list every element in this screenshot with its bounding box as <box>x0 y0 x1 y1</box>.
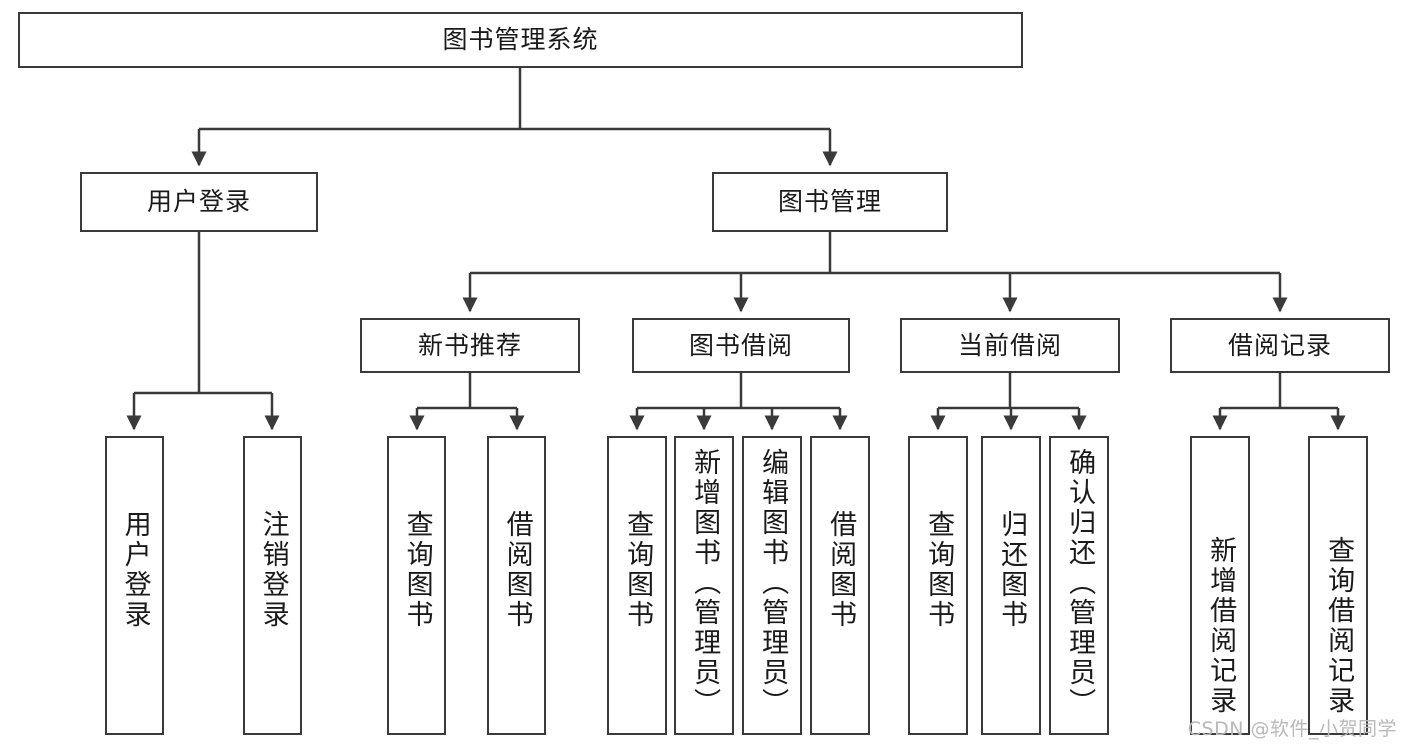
node-leaf-edit-book-admin-label: 编辑图书（管理员） <box>757 448 789 718</box>
node-leaf-borrow-book-2[interactable]: 借阅图书 <box>810 436 870 735</box>
node-book-borrow[interactable]: 图书借阅 <box>632 318 850 373</box>
node-leaf-query-borrow-record[interactable]: 查询借阅记录 <box>1308 436 1368 735</box>
node-leaf-query-book-2[interactable]: 查询图书 <box>607 436 667 735</box>
node-leaf-logout-login-label: 注销登录 <box>257 510 289 630</box>
node-leaf-query-book-1-label: 查询图书 <box>401 510 433 630</box>
node-user-login[interactable]: 用户登录 <box>80 172 318 232</box>
node-leaf-query-book-3[interactable]: 查询图书 <box>908 436 968 735</box>
node-leaf-borrow-book-1-label: 借阅图书 <box>501 510 533 630</box>
node-leaf-query-book-2-label: 查询图书 <box>622 510 654 630</box>
node-leaf-confirm-return-admin[interactable]: 确认归还（管理员） <box>1049 436 1109 735</box>
node-leaf-borrow-book-2-label: 借阅图书 <box>825 510 857 630</box>
node-borrow-record[interactable]: 借阅记录 <box>1170 318 1390 373</box>
node-leaf-logout-login[interactable]: 注销登录 <box>243 436 302 735</box>
node-leaf-add-borrow-record[interactable]: 新增借阅记录 <box>1190 436 1250 735</box>
node-leaf-borrow-book-1[interactable]: 借阅图书 <box>487 436 546 735</box>
node-book-manage[interactable]: 图书管理 <box>712 172 948 232</box>
node-root[interactable]: 图书管理系统 <box>18 12 1023 68</box>
node-book-borrow-label: 图书借阅 <box>688 330 793 360</box>
node-current-borrow-label: 当前借阅 <box>957 330 1062 360</box>
node-new-book-recommend-label: 新书推荐 <box>417 330 522 360</box>
node-leaf-edit-book-admin[interactable]: 编辑图书（管理员） <box>742 436 802 735</box>
node-user-login-label: 用户登录 <box>146 187 251 217</box>
node-leaf-add-book-admin-label: 新增图书（管理员） <box>689 448 721 718</box>
node-borrow-record-label: 借阅记录 <box>1227 330 1332 360</box>
node-leaf-user-login[interactable]: 用户登录 <box>105 436 164 735</box>
node-book-manage-label: 图书管理 <box>777 187 882 217</box>
node-leaf-add-book-admin[interactable]: 新增图书（管理员） <box>674 436 734 735</box>
watermark: CSDN @软件_小贺同学 <box>1187 718 1397 740</box>
node-leaf-query-borrow-record-label: 查询借阅记录 <box>1323 536 1355 716</box>
node-root-label: 图书管理系统 <box>442 25 599 55</box>
node-current-borrow[interactable]: 当前借阅 <box>900 318 1120 373</box>
node-leaf-query-book-1[interactable]: 查询图书 <box>387 436 446 735</box>
node-leaf-return-book[interactable]: 归还图书 <box>981 436 1041 735</box>
node-leaf-query-book-3-label: 查询图书 <box>923 510 955 630</box>
node-leaf-add-borrow-record-label: 新增借阅记录 <box>1205 536 1237 716</box>
node-leaf-user-login-label: 用户登录 <box>119 510 151 630</box>
node-leaf-return-book-label: 归还图书 <box>996 510 1028 630</box>
node-new-book-recommend[interactable]: 新书推荐 <box>360 318 580 373</box>
node-leaf-confirm-return-admin-label: 确认归还（管理员） <box>1064 448 1096 718</box>
